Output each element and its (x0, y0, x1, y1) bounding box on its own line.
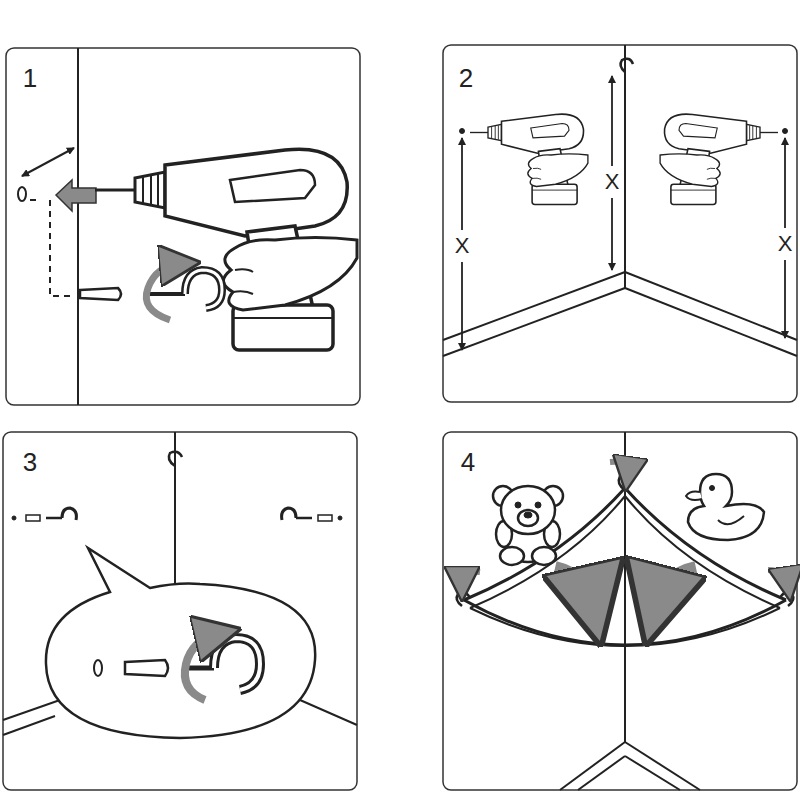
measure-step (611, 76, 613, 166)
hang-net-step (560, 742, 625, 790)
hook-install-step (3, 432, 357, 738)
measure-step (443, 288, 625, 356)
measure-step (660, 114, 778, 204)
hang-net-step (535, 502, 541, 508)
hang-net-step (710, 486, 715, 491)
measure-step (784, 138, 786, 228)
hook-install-step (174, 432, 176, 600)
hang-net-step (656, 568, 696, 606)
measure-step (624, 45, 626, 272)
drill-step (185, 270, 222, 308)
drill-step (56, 180, 96, 211)
hook-install-step (46, 517, 62, 520)
hook-install-step (185, 634, 218, 700)
drill-step (150, 292, 185, 296)
hang-net-step (501, 486, 555, 534)
measure-step (783, 129, 788, 134)
hang-net-step (686, 492, 702, 501)
hook-install-step (46, 548, 315, 738)
hang-net-step (625, 756, 680, 790)
hook-install-step (214, 638, 260, 690)
step-number: 1 (23, 65, 37, 91)
hang-net-step (518, 510, 538, 526)
drill-step (18, 48, 357, 405)
hook-install-step (94, 660, 102, 676)
panel-frame (3, 45, 797, 790)
drill-step (77, 48, 79, 405)
measure-step (443, 272, 625, 340)
hook-install-step (12, 516, 16, 520)
hang-net-step (500, 547, 524, 565)
dimension-label: X (776, 232, 795, 256)
measure-step (784, 260, 786, 338)
hook-install-step (62, 508, 76, 520)
hook-install-step (318, 515, 332, 521)
step-number: 3 (23, 449, 37, 475)
hang-net-step (555, 568, 592, 606)
panel-frame (443, 432, 797, 790)
drill-step (80, 288, 121, 300)
measure-step (461, 138, 463, 230)
hang-net-step (462, 572, 480, 584)
measure-step (460, 129, 465, 134)
drill-step (185, 270, 222, 308)
hang-net-step (464, 600, 786, 645)
measure-step (470, 114, 588, 204)
hang-net-step (524, 512, 532, 518)
hook-install-step (169, 452, 182, 466)
hang-net-step (457, 432, 794, 790)
hang-net-step (768, 570, 788, 584)
hang-net-step (624, 432, 626, 742)
measure-step (625, 272, 797, 340)
measure-step (461, 262, 463, 350)
hang-net-step (493, 486, 563, 565)
measure-step (611, 198, 613, 270)
drill-step (146, 264, 180, 320)
hook-install-step (26, 515, 40, 521)
hook-install-step (214, 638, 260, 690)
step-number: 2 (459, 65, 473, 91)
hook-install-step (3, 716, 55, 735)
hook-install-step (338, 516, 342, 520)
measure-step (625, 288, 797, 356)
drill-step (30, 200, 74, 296)
panel-frame (6, 48, 360, 405)
drill-step (22, 148, 74, 176)
dimension-label: X (603, 170, 622, 194)
measure-step (621, 59, 633, 72)
hook-install-step (125, 660, 168, 676)
dimension-label: X (453, 234, 472, 258)
hang-net-step (610, 462, 628, 474)
hook-install-step (282, 508, 296, 520)
hang-net-step (578, 756, 625, 790)
drill-step (18, 187, 26, 201)
step-number: 4 (461, 449, 475, 475)
panel-frame (3, 432, 357, 790)
measure-step (624, 272, 626, 288)
hang-net-step (718, 516, 744, 524)
hang-net-step (688, 474, 764, 540)
hook-install-step (296, 517, 312, 520)
hang-net-step (532, 547, 556, 565)
panel-frame (443, 45, 797, 402)
drill-step (95, 149, 357, 350)
measure-step (443, 45, 797, 356)
hang-net-step (515, 502, 521, 508)
hang-net-step (625, 742, 700, 790)
hang-net-step (470, 608, 780, 646)
